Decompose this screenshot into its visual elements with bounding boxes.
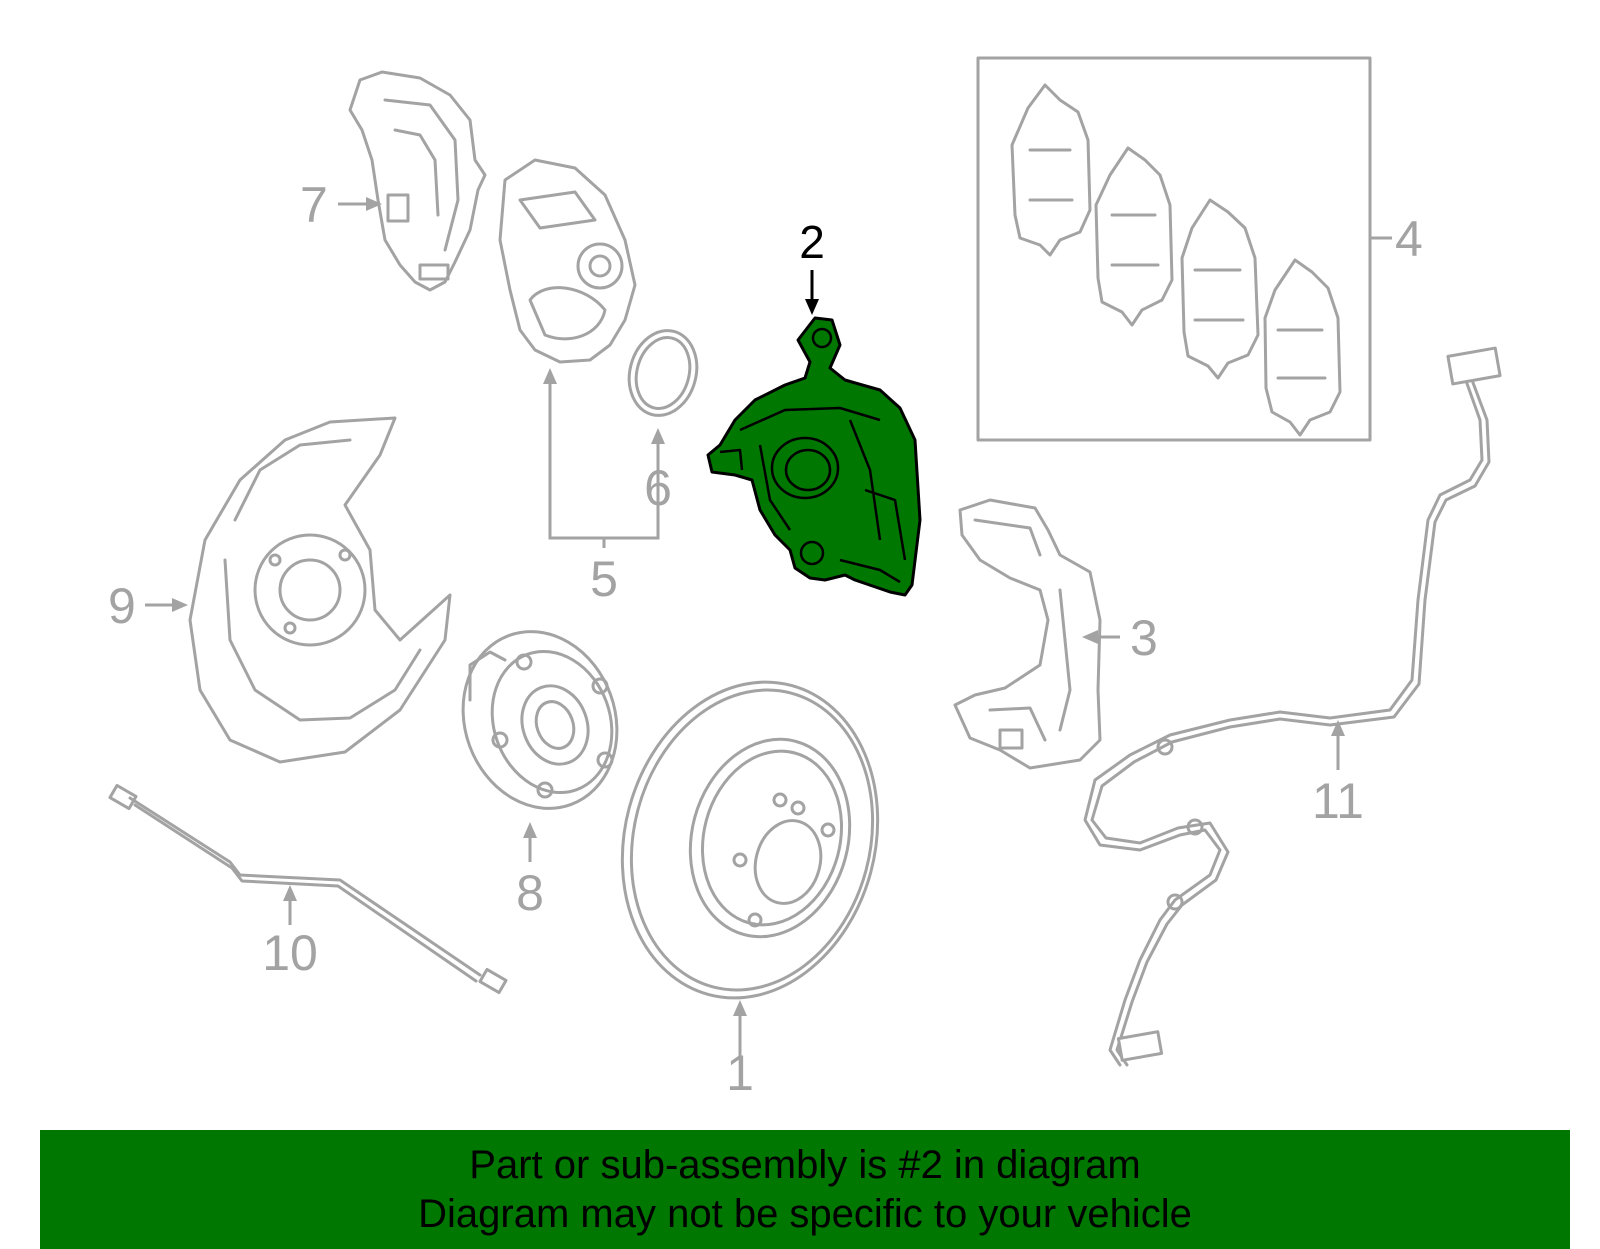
callout-9: 9 xyxy=(108,578,136,634)
part-10-wear-sensor xyxy=(108,783,508,995)
caption-line-2: Diagram may not be specific to your vehi… xyxy=(418,1191,1192,1236)
callout-1: 1 xyxy=(726,1045,754,1101)
parts-diagram: 1 2 3 4 5 6 7 8 9 10 11 xyxy=(108,56,1502,1101)
caliper-body xyxy=(706,316,922,597)
callout-leaders xyxy=(145,197,1392,1060)
callout-2: 2 xyxy=(799,216,825,268)
rotor-outer xyxy=(620,680,880,1000)
caliper-mount-hole-bottom xyxy=(799,540,825,566)
part-3-caliper-bracket xyxy=(953,498,1102,770)
abs-sensor-head xyxy=(1116,1030,1164,1062)
brake-pad-kit-box xyxy=(976,56,1372,442)
brake-pad-2 xyxy=(1094,146,1174,327)
abs-connector xyxy=(1446,346,1502,386)
caliper-mount-hole-top xyxy=(811,327,833,349)
callout-7: 7 xyxy=(300,177,328,233)
callout-10: 10 xyxy=(262,925,318,981)
callout-4: 4 xyxy=(1395,211,1423,267)
callout-8: 8 xyxy=(516,865,544,921)
part-8-hub xyxy=(461,630,619,810)
caption-line-1: Part or sub-assembly is #2 in diagram xyxy=(469,1142,1141,1187)
part-7-bracket xyxy=(348,70,487,292)
bracket-outline xyxy=(348,70,487,292)
part-6-o-ring xyxy=(627,329,699,417)
actuator-body xyxy=(498,158,637,364)
callout-labels: 1 2 3 4 5 6 7 8 9 10 11 xyxy=(108,177,1423,1101)
part-1-rotor xyxy=(620,680,880,1000)
caliper-bracket-outline xyxy=(953,498,1102,770)
caption-banner: Part or sub-assembly is #2 in diagram Di… xyxy=(40,1130,1570,1249)
callout-3: 3 xyxy=(1130,610,1158,666)
caliper-piston-bore xyxy=(770,436,840,500)
brake-pad-3 xyxy=(1180,198,1260,380)
part-11-abs-sensor xyxy=(1083,346,1502,1067)
part-5-actuator xyxy=(498,158,637,364)
brake-pad-4 xyxy=(1263,258,1342,437)
part-4-brake-pads xyxy=(976,56,1372,442)
part-9-dust-shield xyxy=(188,416,452,764)
callout-5: 5 xyxy=(590,551,618,607)
dust-shield-outline xyxy=(188,416,452,764)
part-2-brake-caliper xyxy=(706,316,922,597)
brake-pad-1 xyxy=(1010,83,1092,257)
callout-11: 11 xyxy=(1312,773,1364,829)
callout-6: 6 xyxy=(644,460,672,516)
